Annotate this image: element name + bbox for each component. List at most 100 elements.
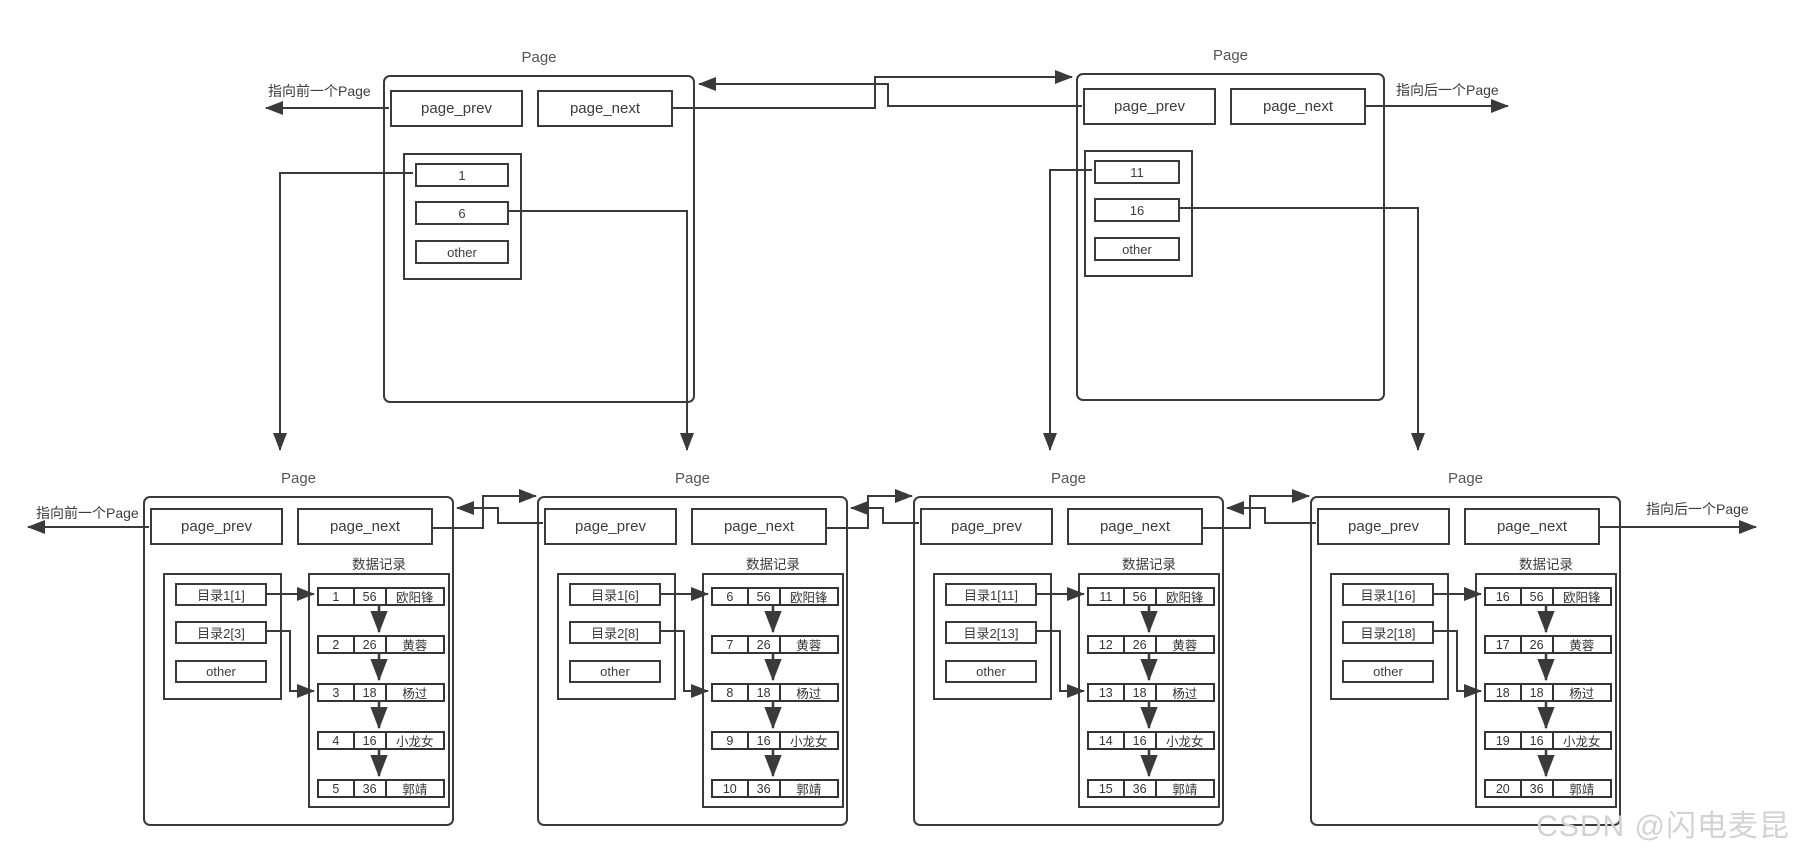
directory-entry-1[interactable]: 目录1[11] (945, 583, 1037, 606)
records-container: 1 56 欧阳锋 2 26 黄蓉 3 18 杨过 4 16 小龙女 5 36 (308, 573, 450, 808)
directory-entry-other[interactable]: other (175, 660, 267, 683)
record-key: 26 (1519, 637, 1552, 652)
record-key: 18 (352, 685, 385, 700)
page-next-field[interactable]: page_next (691, 508, 827, 545)
page-prev-field[interactable]: page_prev (1083, 88, 1216, 125)
page-next-field[interactable]: page_next (1067, 508, 1203, 545)
record-key: 18 (1122, 685, 1155, 700)
index-entry[interactable]: 6 (415, 201, 509, 225)
record-key: 16 (1122, 733, 1155, 748)
record-row[interactable]: 16 56 欧阳锋 (1484, 587, 1612, 606)
index-entry-other[interactable]: other (1094, 237, 1180, 261)
record-id: 9 (726, 733, 734, 748)
top-prev-pointer-label: 指向前一个Page (268, 83, 371, 99)
page-title: Page (1050, 470, 1087, 487)
directory-entry-2[interactable]: 目录2[18] (1342, 621, 1434, 644)
record-key: 18 (746, 685, 779, 700)
record-name: 黄蓉 (1154, 637, 1213, 652)
directory-entry-other[interactable]: other (945, 660, 1037, 683)
record-name: 小龙女 (778, 733, 837, 748)
record-id: 8 (726, 685, 734, 700)
index-entry[interactable]: 11 (1094, 160, 1180, 184)
record-name: 黄蓉 (778, 637, 837, 652)
directory-entry-1[interactable]: 目录1[6] (569, 583, 661, 606)
record-row[interactable]: 6 56 欧阳锋 (711, 587, 839, 606)
index-entry-other[interactable]: other (415, 240, 509, 264)
records-container: 16 56 欧阳锋 17 26 黄蓉 18 18 杨过 19 16 小龙女 20 (1475, 573, 1617, 808)
records-label: 数据记录 (352, 557, 406, 572)
records-label: 数据记录 (1122, 557, 1176, 572)
records-label: 数据记录 (746, 557, 800, 572)
record-id: 17 (1495, 637, 1510, 652)
top-page-prev-link-arrow (698, 77, 1082, 107)
record-key: 18 (1519, 685, 1552, 700)
directory-entry-other[interactable]: other (1342, 660, 1434, 683)
record-id: 10 (722, 781, 737, 796)
record-name: 小龙女 (1551, 733, 1610, 748)
record-row[interactable]: 4 16 小龙女 (317, 731, 445, 750)
page-next-field[interactable]: page_next (1464, 508, 1600, 545)
record-id: 6 (726, 589, 734, 604)
record-row[interactable]: 2 26 黄蓉 (317, 635, 445, 654)
page-title: Page (521, 49, 557, 66)
record-row[interactable]: 10 36 郭靖 (711, 779, 839, 798)
index-page-1: Page page_prev page_next 1 6 other (383, 49, 695, 403)
page-title: Page (674, 470, 711, 487)
record-row[interactable]: 1 56 欧阳锋 (317, 587, 445, 606)
record-name: 黄蓉 (384, 637, 443, 652)
record-id: 1 (332, 589, 340, 604)
record-row[interactable]: 11 56 欧阳锋 (1087, 587, 1215, 606)
record-row[interactable]: 14 16 小龙女 (1087, 731, 1215, 750)
record-name: 杨过 (1154, 685, 1213, 700)
page-prev-field[interactable]: page_prev (1317, 508, 1450, 545)
record-row[interactable]: 19 16 小龙女 (1484, 731, 1612, 750)
page-prev-field[interactable]: page_prev (544, 508, 677, 545)
bottom-next-pointer-label: 指向后一个Page (1646, 501, 1749, 517)
directory-entry-2[interactable]: 目录2[13] (945, 621, 1037, 644)
record-key: 16 (1519, 733, 1552, 748)
page-next-field[interactable]: page_next (537, 90, 673, 127)
record-name: 郭靖 (1154, 781, 1213, 796)
record-id: 20 (1495, 781, 1510, 796)
record-row[interactable]: 17 26 黄蓉 (1484, 635, 1612, 654)
top-next-pointer-label: 指向后一个Page (1396, 82, 1499, 98)
directory-entry-2[interactable]: 目录2[8] (569, 621, 661, 644)
record-row[interactable]: 15 36 郭靖 (1087, 779, 1215, 798)
leaf-prev-link-arrow-3 (1226, 501, 1316, 524)
record-name: 欧阳锋 (778, 589, 837, 604)
record-row[interactable]: 8 18 杨过 (711, 683, 839, 702)
page-prev-field[interactable]: page_prev (390, 90, 523, 127)
record-key: 56 (352, 589, 385, 604)
page-prev-field[interactable]: page_prev (150, 508, 283, 545)
record-row[interactable]: 18 18 杨过 (1484, 683, 1612, 702)
directory-entry-other[interactable]: other (569, 660, 661, 683)
directory-entry-1[interactable]: 目录1[16] (1342, 583, 1434, 606)
record-id: 4 (332, 733, 340, 748)
record-key: 16 (352, 733, 385, 748)
index-entry[interactable]: 16 (1094, 198, 1180, 222)
directory-entry-1[interactable]: 目录1[1] (175, 583, 267, 606)
page-next-field[interactable]: page_next (1230, 88, 1366, 125)
record-name: 黄蓉 (1551, 637, 1610, 652)
record-row[interactable]: 5 36 郭靖 (317, 779, 445, 798)
record-name: 杨过 (778, 685, 837, 700)
record-row[interactable]: 3 18 杨过 (317, 683, 445, 702)
leaf-page-3: Page page_prev page_next 数据记录 目录1[11] 目录… (913, 470, 1224, 826)
record-row[interactable]: 9 16 小龙女 (711, 731, 839, 750)
record-id: 12 (1098, 637, 1113, 652)
record-name: 杨过 (384, 685, 443, 700)
index-entry[interactable]: 1 (415, 163, 509, 187)
directory-entry-2[interactable]: 目录2[3] (175, 621, 267, 644)
page-next-field[interactable]: page_next (297, 508, 433, 545)
record-key: 36 (352, 781, 385, 796)
record-row[interactable]: 12 26 黄蓉 (1087, 635, 1215, 654)
page-prev-field[interactable]: page_prev (920, 508, 1053, 545)
record-row[interactable]: 13 18 杨过 (1087, 683, 1215, 702)
record-key: 56 (746, 589, 779, 604)
records-container: 11 56 欧阳锋 12 26 黄蓉 13 18 杨过 14 16 小龙女 15 (1078, 573, 1220, 808)
record-row[interactable]: 7 26 黄蓉 (711, 635, 839, 654)
record-key: 36 (746, 781, 779, 796)
record-row[interactable]: 20 36 郭靖 (1484, 779, 1612, 798)
record-name: 欧阳锋 (384, 589, 443, 604)
